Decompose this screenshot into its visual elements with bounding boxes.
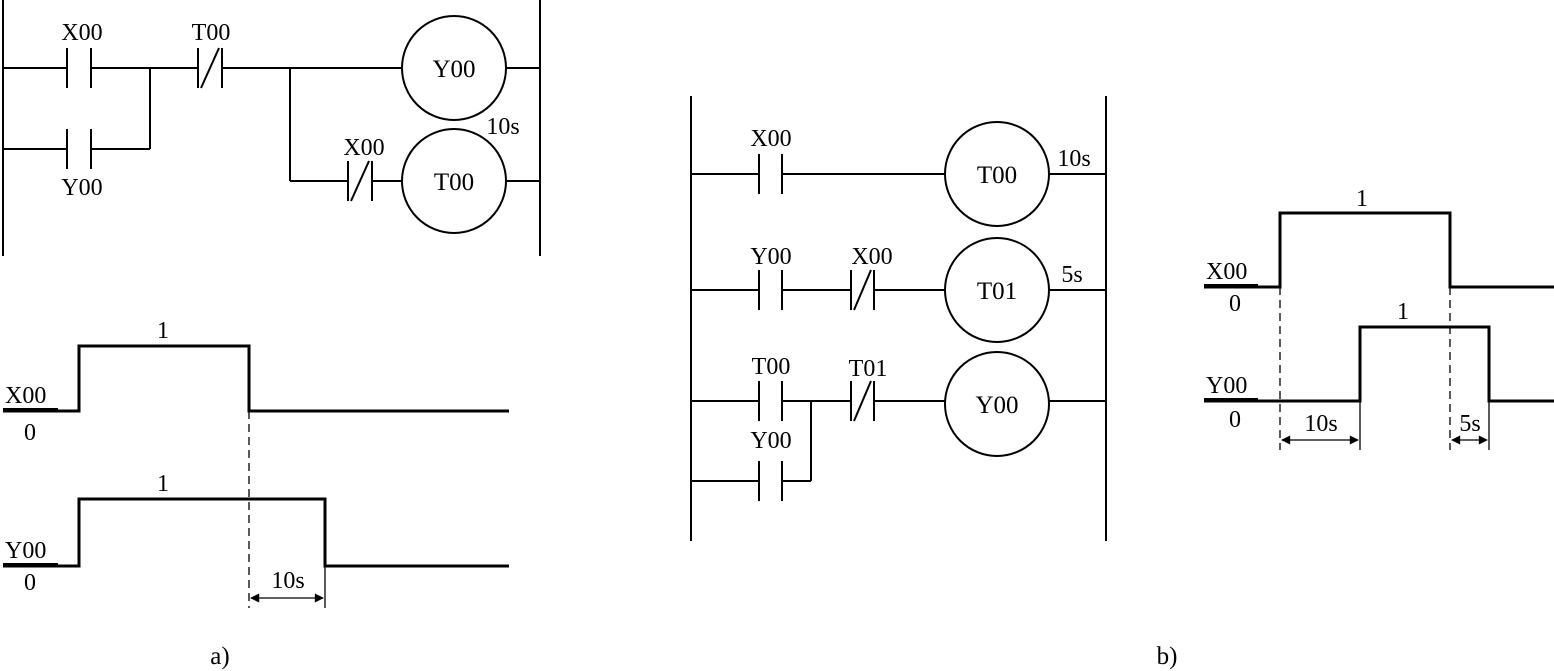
contact-y00-no <box>66 129 92 169</box>
label-rung3-contact-parallel: Y00 <box>750 428 791 454</box>
label-rung1-contact: X00 <box>750 126 791 152</box>
label-x00: X00 <box>1206 259 1247 285</box>
ladder-b: X00 T00 10s Y00 X00 T01 5s <box>690 96 1107 541</box>
label-rung2-contact-nc: X00 <box>851 244 892 270</box>
label-y00: Y00 <box>1206 373 1247 399</box>
label-x00-zero: 0 <box>1229 291 1241 317</box>
contact-y00-parallel <box>758 461 783 501</box>
caption-b: b) <box>1157 643 1178 670</box>
label-contact-y00: Y00 <box>61 175 102 201</box>
label-delay-off: 5s <box>1459 411 1480 437</box>
contact-t00-nc <box>197 47 223 89</box>
label-contact-x00-nc: X00 <box>343 135 384 161</box>
contact-y00-no <box>758 270 783 310</box>
label-rung1-preset: 10s <box>1057 146 1090 172</box>
waveform-x00 <box>1204 211 1554 289</box>
label-delay: 10s <box>271 568 304 594</box>
label-rung3-coil: Y00 <box>975 392 1018 419</box>
label-y00-one: 1 <box>157 471 169 497</box>
timing-b: X00 0 1 Y00 0 1 10s 5s <box>1204 186 1554 450</box>
label-x00-zero: 0 <box>24 420 36 446</box>
waveform-y00 <box>3 497 509 568</box>
coil-y00 <box>944 351 1050 457</box>
caption-a: a) <box>210 643 229 670</box>
waveform-x00 <box>3 344 509 413</box>
label-x00-one: 1 <box>1356 186 1368 212</box>
label-y00-one: 1 <box>1397 299 1409 325</box>
label-coil-y00: Y00 <box>432 56 475 83</box>
waveform-y00 <box>1204 325 1554 403</box>
label-rung3-contact-no: T00 <box>752 354 791 380</box>
label-contact-x00: X00 <box>61 20 102 46</box>
contact-x00-nc <box>347 160 373 202</box>
label-y00: Y00 <box>5 538 46 564</box>
label-delay-on: 10s <box>1304 411 1337 437</box>
label-x00: X00 <box>5 383 46 409</box>
contact-x00-no <box>66 48 92 88</box>
contact-t01-nc <box>850 380 875 422</box>
label-y00-zero: 0 <box>1229 407 1241 433</box>
label-timer-preset: 10s <box>486 114 519 140</box>
label-rung1-coil: T00 <box>977 162 1017 189</box>
label-rung3-contact-nc: T01 <box>849 356 888 382</box>
timing-a: X00 0 1 Y00 0 1 10s <box>3 318 509 608</box>
contact-t00-no <box>758 381 783 421</box>
label-rung2-contact-no: Y00 <box>750 244 791 270</box>
ladder-a: X00 Y00 T00 X00 Y00 T00 10s <box>2 0 541 256</box>
label-y00-zero: 0 <box>24 570 36 596</box>
label-contact-t00: T00 <box>192 20 231 46</box>
label-rung2-coil: T01 <box>977 278 1017 305</box>
label-x00-one: 1 <box>157 318 169 344</box>
label-rung2-preset: 5s <box>1061 262 1082 288</box>
label-coil-t00: T00 <box>434 169 474 196</box>
contact-x00-no <box>758 154 783 194</box>
contact-x00-nc <box>850 269 875 311</box>
